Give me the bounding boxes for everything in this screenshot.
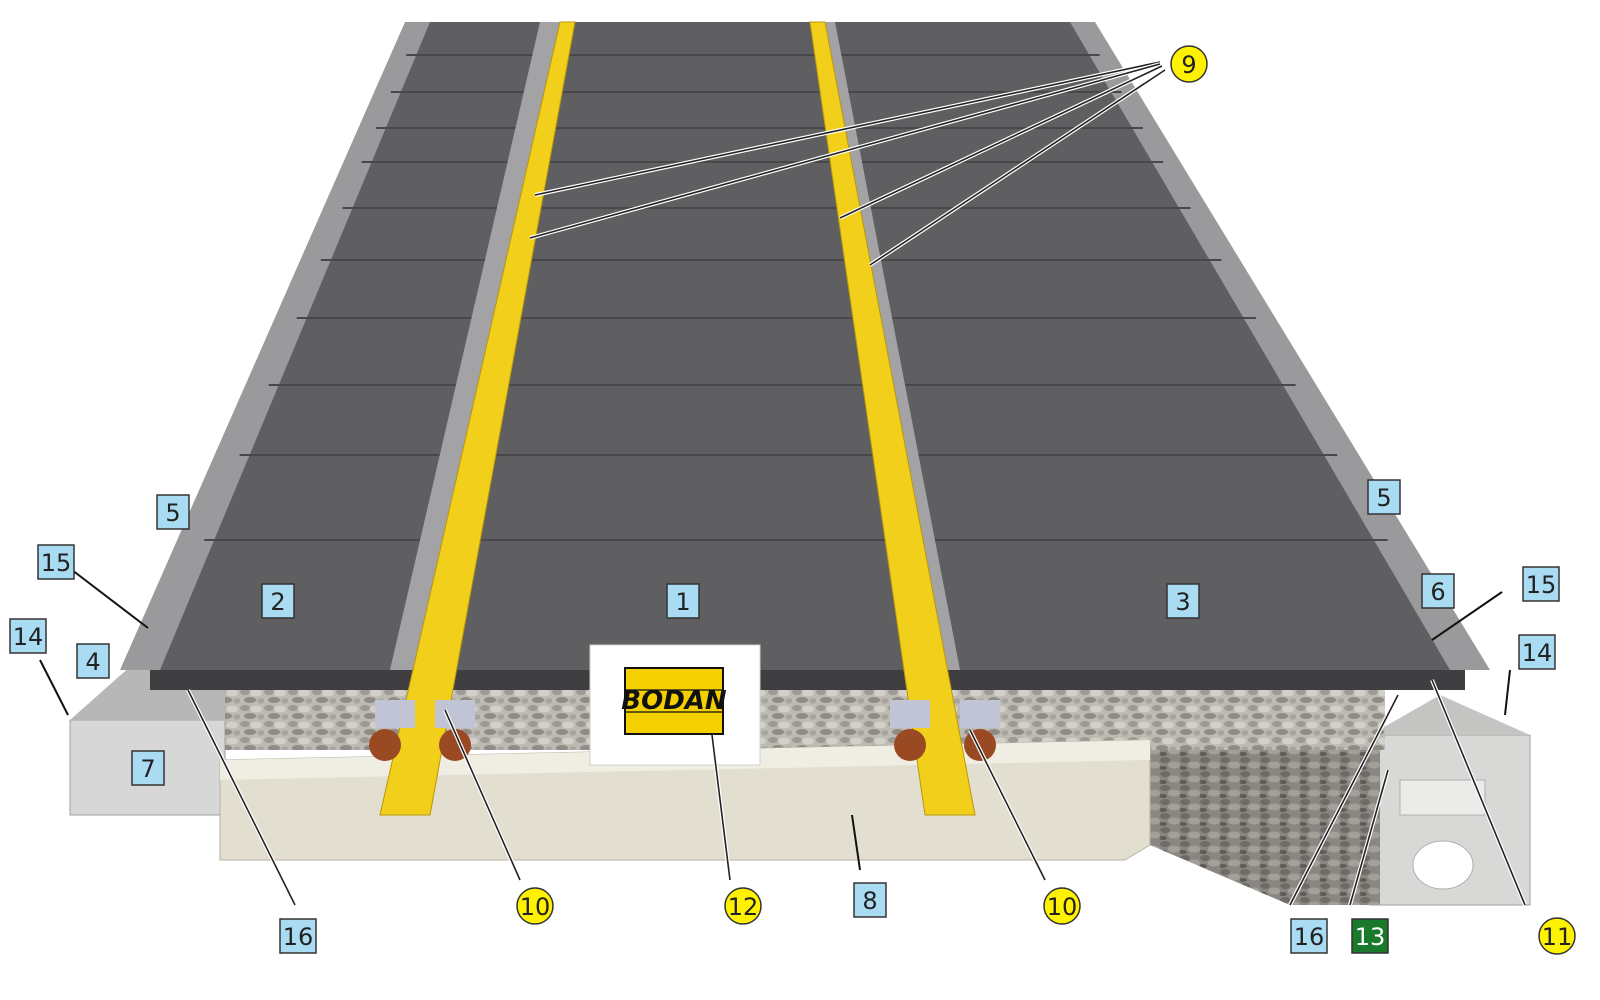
callout-l2: 2 [261, 583, 295, 619]
bodan-logo: BODAN [589, 644, 761, 766]
callout-box [156, 494, 190, 530]
callout-circle [1170, 45, 1208, 83]
callout-box [1351, 918, 1389, 954]
callout-box [131, 750, 165, 786]
callout-text: 6 [1430, 578, 1445, 606]
callout-text: 5 [1376, 484, 1391, 512]
callout-box [279, 918, 317, 954]
arrow-9-a [534, 60, 1161, 197]
callout-l13: 13 [1351, 918, 1389, 954]
callout-l1: 1 [666, 583, 700, 619]
arrow-16-left [186, 689, 297, 906]
callout-l15b: 15 [1522, 566, 1560, 602]
callout-l15a: 15 [37, 544, 75, 580]
callout-text: 11 [1542, 923, 1573, 951]
arrow-14-left [39, 659, 69, 716]
callout-box [1522, 566, 1560, 602]
callout-box [1421, 573, 1455, 609]
leader-arrows [39, 60, 1527, 906]
callout-text: 5 [165, 499, 180, 527]
arrow-9-c [839, 64, 1163, 220]
callout-text: 14 [13, 623, 44, 651]
outer-edge-beam-left [120, 22, 430, 670]
callout-text: 15 [41, 549, 72, 577]
arrow-8 [851, 814, 861, 871]
callout-text: 10 [1047, 893, 1078, 921]
callout-circle [516, 887, 554, 925]
arrow-11 [1430, 679, 1527, 906]
callout-text: 16 [1294, 923, 1325, 951]
callout-box [853, 882, 887, 918]
rail-fastening-right [890, 700, 1000, 761]
callout-box [1367, 479, 1401, 515]
arrow-13 [1348, 769, 1390, 906]
callout-l10b: 10 [1043, 887, 1081, 925]
callout-l12: 12 [724, 887, 762, 925]
callout-text: 2 [270, 588, 285, 616]
callout-text: 10 [520, 893, 551, 921]
callout-text: 1 [675, 588, 690, 616]
right-drainage-channel [1369, 695, 1531, 906]
callout-text: 14 [1522, 639, 1553, 667]
panel-joints [204, 54, 1388, 541]
rail-left [379, 21, 576, 816]
callout-l14b: 14 [1518, 634, 1556, 670]
callout-text: 7 [140, 755, 155, 783]
callout-l5b: 5 [1367, 479, 1401, 515]
callout-text: 8 [862, 887, 877, 915]
callout-box [666, 583, 700, 619]
rail-right [809, 21, 976, 816]
callout-l14a: 14 [9, 618, 47, 654]
callout-l10a: 10 [516, 887, 554, 925]
callout-circle [1043, 887, 1081, 925]
callout-circle [1538, 917, 1576, 955]
arrow-15-left [71, 569, 149, 629]
callout-l16b: 16 [1290, 918, 1328, 954]
callout-l9: 9 [1170, 45, 1208, 83]
callout-text: 12 [728, 893, 759, 921]
arrow-9-d [868, 68, 1167, 267]
callout-box [261, 583, 295, 619]
arrow-16-right [1288, 694, 1400, 906]
rail-guide-left [390, 22, 565, 670]
arrow-14-right [1504, 669, 1511, 716]
bodan-logo-text: BODAN [621, 686, 727, 716]
callout-circle [724, 887, 762, 925]
callout-l3: 3 [1166, 583, 1200, 619]
callout-l8: 8 [853, 882, 887, 918]
callout-box [9, 618, 47, 654]
callout-text: 15 [1526, 571, 1557, 599]
callout-text: 4 [85, 648, 100, 676]
arrow-15-right [1431, 591, 1503, 641]
callout-l4: 4 [76, 643, 110, 679]
arrow-10-left [443, 709, 522, 881]
callout-box [76, 643, 110, 679]
callout-text: 13 [1355, 923, 1386, 951]
arrow-9-b [529, 62, 1161, 240]
callout-l11: 11 [1538, 917, 1576, 955]
callout-box [1166, 583, 1200, 619]
callout-l6: 6 [1421, 573, 1455, 609]
callout-box [1518, 634, 1556, 670]
callout-text: 3 [1175, 588, 1190, 616]
callout-text: 16 [283, 923, 314, 951]
callout-l7: 7 [131, 750, 165, 786]
callout-l5a: 5 [156, 494, 190, 530]
arrow-10-right [968, 729, 1047, 881]
callout-box [37, 544, 75, 580]
arrow-12 [710, 734, 732, 881]
callout-box [1290, 918, 1328, 954]
callout-l16a: 16 [279, 918, 317, 954]
callout-text: 9 [1181, 51, 1196, 79]
